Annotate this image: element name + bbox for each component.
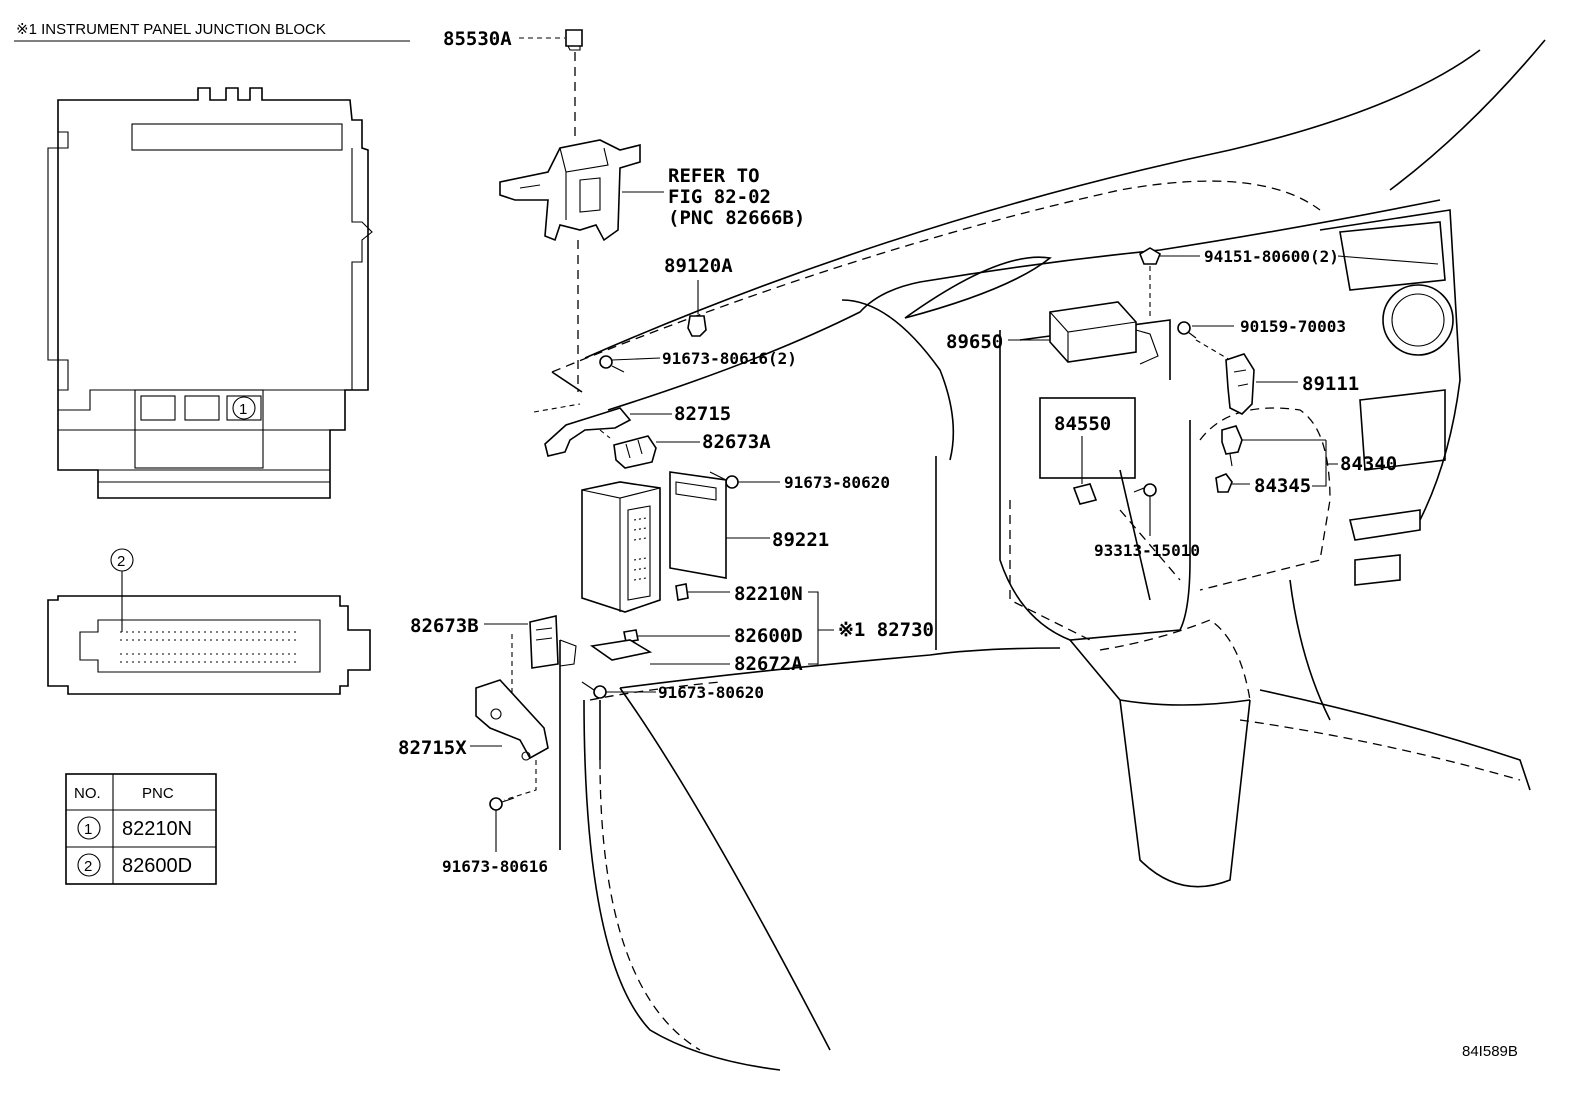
inset-title: ※1 INSTRUMENT PANEL JUNCTION BLOCK	[16, 21, 326, 38]
label-85530A: 85530A	[443, 28, 512, 50]
legend-row-2-no: 2	[84, 858, 92, 875]
part-82210N: 82210N	[675, 583, 803, 605]
label-84550: 84550	[1054, 413, 1111, 435]
part-91673-80620-upper: 91673-80620	[709, 471, 890, 492]
label-84340: 84340	[1340, 453, 1397, 475]
part-84550: 84550	[1054, 413, 1111, 505]
refer-line-1: REFER TO	[668, 165, 760, 187]
marker-one-label: 1	[239, 401, 247, 418]
part-91673-80616-2: 91673-80616(2)	[599, 349, 797, 373]
part-82672A: 82672A	[589, 639, 803, 675]
label-82673A: 82673A	[702, 431, 771, 453]
label-91673-80616: 91673-80616	[442, 857, 548, 876]
part-91673-80620-lower: 91673-80620	[581, 681, 764, 702]
part-82673B: 82673B	[410, 615, 577, 700]
marker-two-label: 2	[117, 553, 125, 570]
part-85530A: 85530A	[443, 28, 583, 140]
refer-line-3: (PNC 82666B)	[668, 207, 805, 229]
legend-row-1-pnc: 82210N	[122, 818, 192, 840]
label-82600D: 82600D	[734, 625, 803, 647]
part-82600D: 82600D	[623, 625, 803, 647]
label-89111: 89111	[1302, 373, 1359, 395]
label-91673-80616-2: 91673-80616(2)	[662, 349, 797, 368]
legend-header-no: NO.	[74, 785, 101, 802]
label-91673-80620-lower: 91673-80620	[658, 683, 764, 702]
part-89221: 89221	[669, 471, 829, 579]
refer-line-2: FIG 82-02	[668, 186, 771, 208]
label-82715: 82715	[674, 403, 731, 425]
inset-header: ※1 INSTRUMENT PANEL JUNCTION BLOCK	[14, 21, 410, 42]
part-89650: 89650	[946, 301, 1159, 365]
part-82730-assembly	[581, 481, 661, 613]
part-82673A: 82673A	[613, 431, 771, 469]
junction-block-front-view: 1	[47, 87, 373, 499]
label-89221: 89221	[772, 529, 829, 551]
label-82673B: 82673B	[410, 615, 479, 637]
part-82715: 82715	[533, 403, 731, 457]
label-89650: 89650	[946, 331, 1003, 353]
part-90159-70003: 90159-70003	[1177, 317, 1346, 361]
label-84345: 84345	[1254, 475, 1311, 497]
legend-header-pnc: PNC	[142, 785, 174, 802]
legend-row-1-no: 1	[84, 821, 92, 838]
part-91673-80616: 91673-80616	[442, 797, 548, 876]
instrument-panel-outline	[551, 39, 1546, 1071]
label-93313-15010: 93313-15010	[1094, 541, 1200, 560]
group-bracket-82730: ※1 82730	[808, 591, 934, 665]
part-89111: 89111	[1225, 353, 1359, 415]
label-82715X: 82715X	[398, 737, 467, 759]
label-82672A: 82672A	[734, 653, 803, 675]
legend-row-2-pnc: 82600D	[122, 855, 192, 877]
label-94151-80600-2: 94151-80600(2)	[1204, 247, 1339, 266]
legend-table: NO. PNC 1 82210N 2 82600D	[65, 773, 217, 885]
part-94151-80600-2: 94151-80600(2)	[1139, 247, 1439, 320]
connector-pins	[120, 631, 300, 663]
junction-block-side-view: 2	[47, 548, 371, 695]
part-89120A: 89120A	[664, 255, 733, 337]
part-84345: 84345	[1215, 473, 1311, 497]
label-82730: ※1 82730	[838, 619, 934, 641]
part-84340: 84340	[1221, 425, 1397, 487]
label-89120A: 89120A	[664, 255, 733, 277]
figure-code: 84I589B	[1462, 1043, 1518, 1060]
part-relay-bracket: REFER TO FIG 82-02 (PNC 82666B)	[499, 139, 805, 392]
part-82715X: 82715X	[398, 679, 549, 801]
label-91673-80620-upper: 91673-80620	[784, 473, 890, 492]
label-82210N: 82210N	[734, 583, 803, 605]
part-93313-15010: 93313-15010	[1094, 483, 1200, 560]
label-90159-70003: 90159-70003	[1240, 317, 1346, 336]
